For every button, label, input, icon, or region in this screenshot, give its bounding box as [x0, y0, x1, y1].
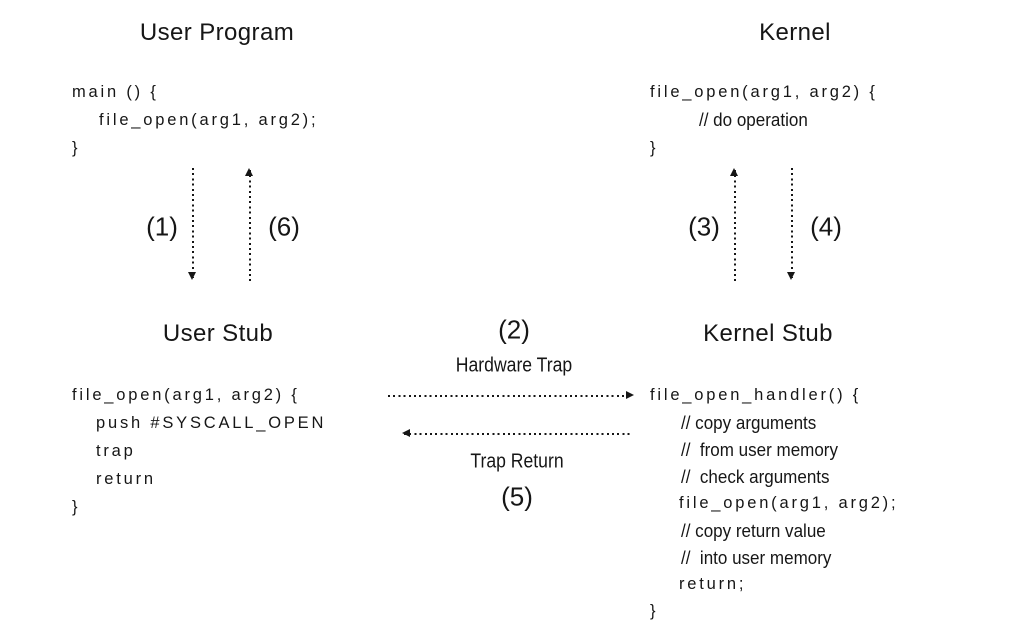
code-line: push #SYSCALL_OPEN: [72, 409, 326, 437]
code-line: file_open_handler() {: [650, 382, 898, 409]
trap-return-left-arrow-icon: [402, 429, 630, 438]
code-line: // into user memory: [650, 544, 898, 571]
step3-label: (3): [688, 211, 720, 242]
dotted-line: [248, 170, 251, 282]
dotted-line: [388, 394, 632, 397]
code-line: // copy arguments: [650, 409, 898, 436]
code-line: }: [72, 134, 318, 162]
code-text: file_open_handler() {: [650, 386, 862, 404]
code-line: // copy return value: [650, 517, 898, 544]
code-line: trap: [72, 437, 326, 465]
code-comment-text: // into user memory: [681, 547, 832, 568]
code-line: // from user memory: [650, 436, 898, 463]
step3-up-arrow-icon: [730, 168, 739, 282]
code-line: file_open(arg1, arg2) {: [650, 78, 878, 106]
code-comment-text: // check arguments: [681, 466, 830, 487]
hardware-trap-right-arrow-icon: [388, 391, 634, 400]
arrowhead-right-icon: [626, 391, 634, 399]
step2-label: (2): [498, 314, 530, 345]
hardware-trap-label: Hardware Trap: [455, 354, 573, 377]
code-text: }: [72, 139, 81, 157]
dotted-line: [790, 168, 793, 278]
code-line: // check arguments: [650, 463, 898, 490]
code-text: return;: [679, 575, 747, 593]
code-line: }: [650, 598, 898, 625]
code-line: return;: [650, 571, 898, 598]
step1-down-arrow-icon: [188, 168, 197, 280]
step6-up-arrow-icon: [245, 168, 254, 282]
code-comment-text: // from user memory: [681, 439, 838, 460]
code-line: }: [72, 493, 326, 521]
code-text: }: [72, 498, 81, 516]
code-text: push #SYSCALL_OPEN: [96, 414, 327, 432]
trap-return-label: Trap Return: [470, 450, 564, 473]
code-line: return: [72, 465, 326, 493]
code-line: file_open(arg1, arg2) {: [72, 381, 326, 409]
code-line: file_open(arg1, arg2);: [72, 106, 318, 134]
dotted-line: [191, 168, 194, 278]
step1-label: (1): [146, 211, 178, 242]
step6-label: (6): [268, 211, 300, 242]
dotted-line: [404, 432, 630, 435]
arrowhead-left-icon: [402, 429, 410, 437]
user-stub-title: User Stub: [162, 320, 274, 347]
code-text: file_open(arg1, arg2) {: [650, 83, 878, 101]
code-comment-text: // copy return value: [681, 520, 826, 541]
user-program-code: main () { file_open(arg1, arg2);}: [72, 78, 318, 162]
code-line: main () {: [72, 78, 318, 106]
kernel-title: Kernel: [759, 19, 831, 46]
code-text: }: [650, 602, 659, 620]
code-comment-text: // copy arguments: [681, 412, 817, 433]
code-comment-text: // do operation: [699, 109, 808, 130]
code-text: file_open(arg1, arg2) {: [72, 386, 300, 404]
kernel-stub-code: file_open_handler() { // copy arguments //…: [650, 382, 898, 625]
code-line: file_open(arg1, arg2);: [650, 490, 898, 517]
code-text: return: [96, 470, 156, 488]
step4-down-arrow-icon: [787, 168, 796, 280]
arrowhead-up-icon: [245, 168, 253, 176]
arrowhead-up-icon: [730, 168, 738, 176]
code-text: file_open(arg1, arg2);: [679, 494, 899, 512]
step5-label: (5): [501, 481, 533, 512]
user-program-title: User Program: [139, 19, 295, 46]
code-line: // do operation: [650, 106, 878, 134]
arrowhead-down-icon: [188, 272, 196, 280]
code-text: }: [650, 139, 659, 157]
arrowhead-down-icon: [787, 272, 795, 280]
code-text: main () {: [72, 83, 159, 101]
dotted-line: [733, 170, 736, 282]
kernel-stub-title: Kernel Stub: [703, 320, 833, 347]
step4-label: (4): [810, 211, 842, 242]
code-text: trap: [96, 442, 136, 460]
user-stub-code: file_open(arg1, arg2) { push #SYSCALL_OPE…: [72, 381, 326, 521]
kernel-code: file_open(arg1, arg2) { // do operation}: [650, 78, 878, 162]
code-line: }: [650, 134, 878, 162]
code-text: file_open(arg1, arg2);: [99, 111, 319, 129]
